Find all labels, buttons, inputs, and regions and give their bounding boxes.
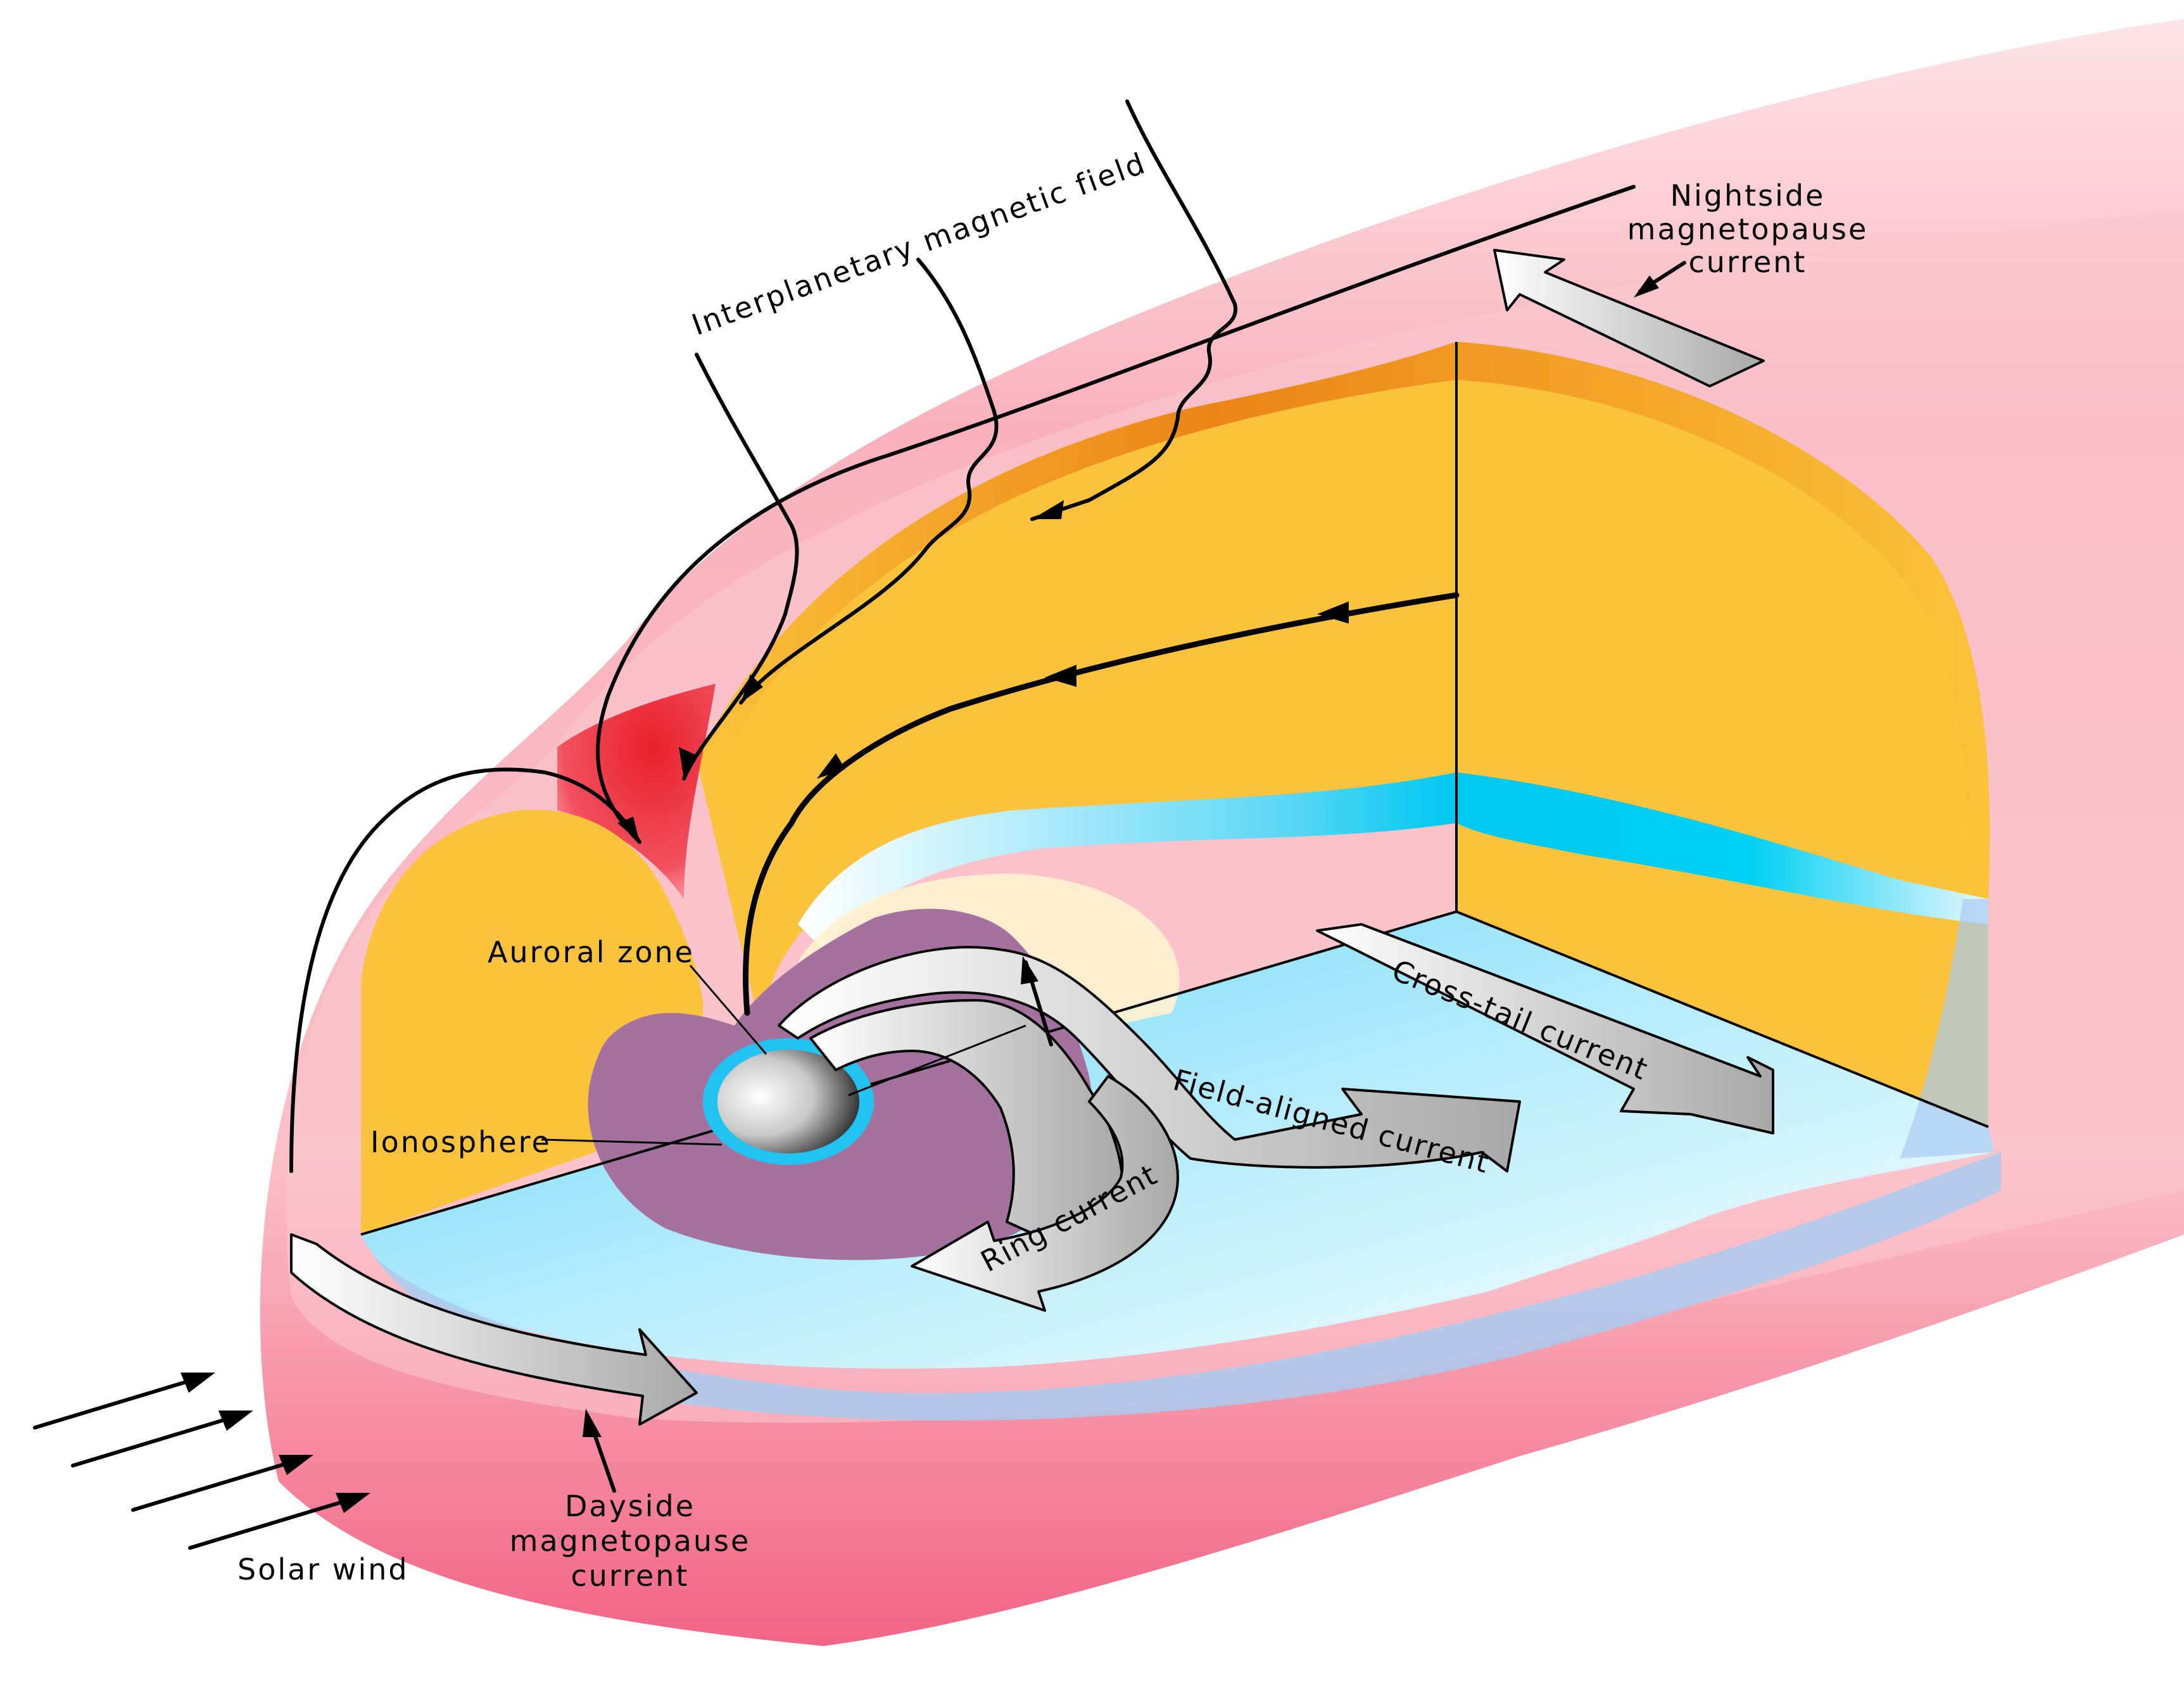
ionosphere-pointer	[541, 1138, 723, 1146]
imf-arrowhead-4	[617, 817, 640, 842]
solar-wind-arrowhead-2	[218, 1411, 253, 1431]
plasma-sheet	[798, 772, 1988, 950]
box-edge-floor-front	[360, 910, 1457, 1236]
earth-sphere-icon	[717, 1050, 859, 1153]
imf-line-5	[289, 767, 641, 1173]
lobe-arrowhead-3	[817, 753, 845, 779]
floor-shadow	[374, 1152, 2001, 1421]
solar-wind-label: Solar wind	[237, 1552, 409, 1587]
solar-wind-arrow-2	[71, 1413, 243, 1467]
imf-line-3	[1030, 99, 1238, 521]
auroral-marker-head	[1021, 956, 1038, 984]
tail-end-strip	[1900, 899, 1994, 1159]
cross-tail-current-arrow	[1316, 923, 1774, 1134]
lobe-arrowhead-2	[1045, 665, 1076, 687]
nightside-label-line2: magnetopause	[1627, 212, 1869, 246]
ionosphere-label: Ionosphere	[370, 1125, 552, 1159]
imf-arrowhead-2	[741, 674, 763, 703]
tail-lobe-far	[697, 342, 1990, 1127]
solar-wind-arrowhead-3	[279, 1455, 313, 1475]
lobe-arrowhead-1	[1317, 601, 1349, 624]
lobe-field-line-2	[743, 820, 795, 1016]
ring-current-lower-arrow	[911, 1075, 1179, 1312]
nightside-pointer-head	[1634, 275, 1659, 298]
lobe-edge	[697, 342, 1990, 899]
auroral-zone-label: Auroral zone	[488, 935, 695, 969]
imf-line-1	[682, 353, 799, 781]
box-edge-floor-back	[1456, 910, 1989, 1128]
imf-arrowhead-1	[679, 747, 695, 779]
imf-arrowhead-3	[1032, 500, 1064, 519]
solar-wind-arrowhead-1	[180, 1373, 215, 1393]
solar-wind-arrows	[33, 1373, 370, 1550]
solar-wind-arrowhead-4	[336, 1493, 370, 1513]
nightside-label-line1: Nightside	[1670, 179, 1826, 213]
imf-label: Interplanetary magnetic field	[687, 146, 1151, 342]
field-aligned-current-arrow	[778, 946, 1521, 1172]
dayside-label-line1: Dayside	[565, 1489, 695, 1523]
ionosphere-axis	[848, 1024, 1026, 1097]
solar-wind-arrow-4	[188, 1495, 360, 1550]
solar-wind-arrow-3	[131, 1457, 303, 1512]
imf-line-4	[596, 185, 1636, 844]
dayside-current-arrow	[290, 1233, 698, 1426]
imf-line-2	[739, 258, 999, 705]
nightside-label-line3: current	[1689, 245, 1807, 279]
nightside-current-arrow	[1493, 249, 1765, 387]
dayside-label-line2: magnetopause	[510, 1524, 751, 1558]
auroral-zone-pointer	[689, 965, 767, 1055]
solar-wind-arrow-1	[33, 1375, 205, 1430]
dayside-pointer-head	[583, 1409, 602, 1437]
dayside-label-line3: current	[571, 1559, 690, 1593]
